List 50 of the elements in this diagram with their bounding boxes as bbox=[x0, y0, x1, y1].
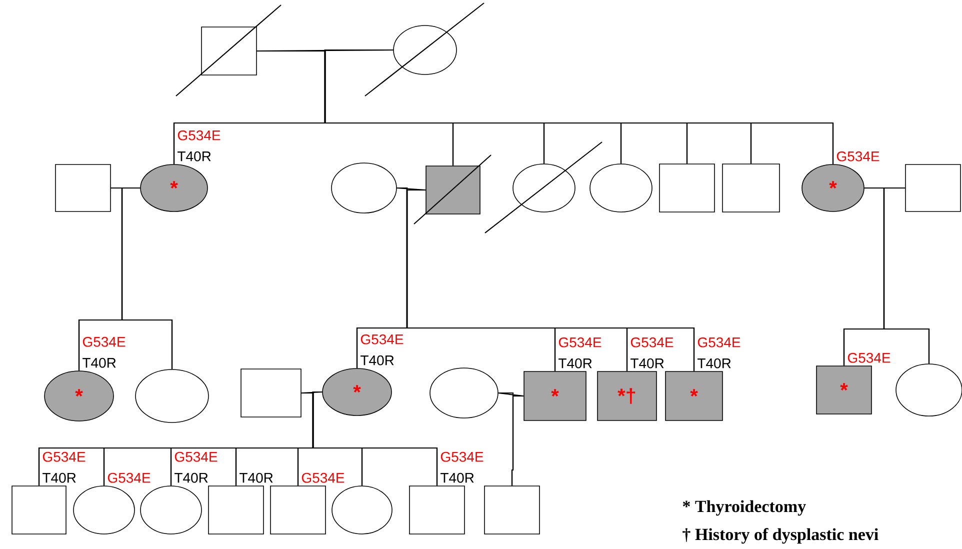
genotype-label: G534E bbox=[630, 337, 674, 348]
genotype-label: G534E bbox=[82, 336, 126, 347]
square-symbol bbox=[176, 4, 282, 96]
genotype-label: G534E bbox=[848, 352, 890, 363]
circle-symbol bbox=[135, 369, 209, 423]
genotype-label: T40R bbox=[178, 151, 211, 162]
genotype-label: G534E bbox=[174, 452, 218, 462]
circle-symbol bbox=[331, 162, 397, 214]
genotype-label: T40R bbox=[82, 358, 116, 368]
genotype-label: T40R bbox=[42, 472, 76, 483]
square-symbol bbox=[270, 486, 326, 534]
genotype-label: G534E bbox=[302, 472, 344, 483]
genotype-label: T40R bbox=[360, 355, 394, 366]
genotype-label: T40R bbox=[174, 472, 208, 483]
circle-symbol bbox=[430, 368, 498, 418]
legend-text: † History of dysplastic nevi bbox=[682, 528, 878, 544]
square-symbol bbox=[409, 486, 465, 534]
genotype-label: T40R bbox=[440, 472, 474, 483]
genotype-label: T40R bbox=[558, 358, 592, 368]
pedigree-line bbox=[121, 187, 173, 370]
square-symbol bbox=[414, 154, 492, 224]
square-symbol bbox=[905, 164, 961, 212]
pedigree-line bbox=[511, 395, 524, 486]
square-symbol bbox=[240, 368, 302, 418]
square-symbol bbox=[55, 164, 111, 212]
genotype-label: G534E bbox=[440, 452, 484, 462]
square-symbol bbox=[659, 164, 715, 212]
genotype-label: G534E bbox=[698, 337, 740, 348]
genotype-label: G534E bbox=[360, 334, 404, 344]
genotype-label: G534E bbox=[558, 337, 602, 348]
pedigree-line bbox=[498, 392, 524, 397]
circle-symbol bbox=[140, 486, 202, 534]
genotype-label: G534E bbox=[42, 452, 86, 462]
circle-symbol bbox=[590, 164, 652, 212]
square-symbol bbox=[12, 486, 66, 534]
genotype-label: G534E bbox=[836, 151, 880, 162]
pedigree-line bbox=[883, 187, 930, 364]
square-symbol bbox=[208, 486, 264, 534]
circle-symbol bbox=[332, 486, 392, 534]
circle-symbol bbox=[73, 486, 135, 534]
legend-text: * Thyroidectomy bbox=[682, 500, 806, 516]
circle-symbol bbox=[484, 142, 602, 234]
genotype-label: G534E bbox=[108, 472, 150, 483]
genotype-label: T40R bbox=[630, 358, 664, 368]
square-symbol bbox=[484, 486, 540, 534]
genotype-label: T40R bbox=[240, 472, 273, 483]
genotype-label: G534E bbox=[178, 130, 220, 140]
genotype-label: T40R bbox=[698, 358, 731, 368]
square-symbol bbox=[722, 164, 780, 212]
circle-symbol bbox=[364, 2, 484, 96]
